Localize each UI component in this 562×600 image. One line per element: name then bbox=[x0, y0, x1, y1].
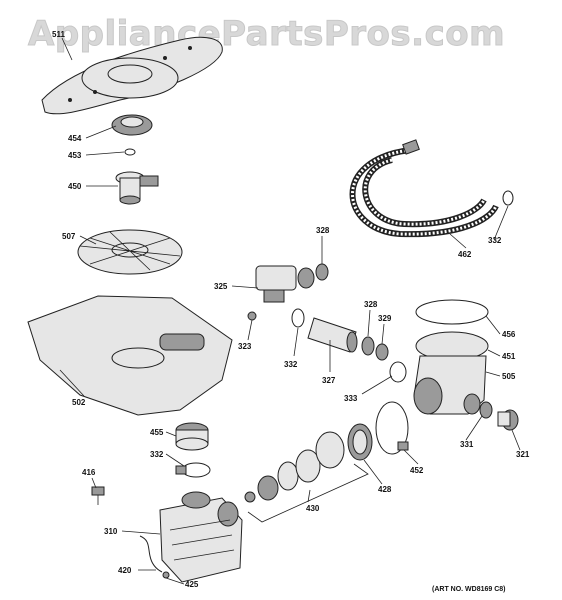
art-number: (ART NO. WD8169 C8) bbox=[432, 586, 506, 593]
label-453[interactable]: 453 bbox=[68, 151, 82, 160]
label-420[interactable]: 420 bbox=[118, 566, 132, 575]
label-454[interactable]: 454 bbox=[68, 134, 82, 143]
label-507[interactable]: 507 bbox=[62, 232, 76, 241]
nut-part[interactable] bbox=[247, 311, 257, 321]
sump-housing-part[interactable] bbox=[413, 299, 489, 415]
label-462[interactable]: 462 bbox=[458, 250, 472, 259]
label-511[interactable]: 511 bbox=[52, 30, 65, 39]
site-watermark: AppliancePartsPros.com bbox=[27, 14, 506, 55]
label-456[interactable]: 456 bbox=[502, 330, 516, 339]
label-332-left[interactable]: 332 bbox=[150, 450, 164, 459]
label-331[interactable]: 331 bbox=[460, 440, 474, 449]
connector-tube-part[interactable] bbox=[307, 317, 358, 353]
pump-motor-part[interactable] bbox=[159, 491, 256, 583]
filter-cup-part[interactable] bbox=[175, 422, 209, 451]
bearing-ring-part[interactable] bbox=[111, 114, 153, 136]
label-428[interactable]: 428 bbox=[378, 485, 392, 494]
label-455[interactable]: 455 bbox=[150, 428, 164, 437]
leader-lines bbox=[59, 37, 521, 585]
label-332-middle[interactable]: 332 bbox=[284, 360, 298, 369]
label-333[interactable]: 333 bbox=[344, 394, 358, 403]
label-425[interactable]: 425 bbox=[185, 580, 199, 589]
clamp-332-middle[interactable] bbox=[291, 308, 305, 328]
clamp-331[interactable] bbox=[479, 401, 493, 419]
hose-clamp-part[interactable] bbox=[175, 462, 211, 478]
label-452[interactable]: 452 bbox=[410, 466, 424, 475]
valve-part[interactable] bbox=[255, 265, 315, 303]
filter-part[interactable] bbox=[77, 229, 183, 275]
label-327[interactable]: 327 bbox=[322, 376, 336, 385]
clamp-333[interactable] bbox=[389, 361, 407, 383]
impeller-group-part[interactable] bbox=[247, 431, 369, 523]
label-450[interactable]: 450 bbox=[68, 182, 82, 191]
sump-plate-part[interactable] bbox=[27, 295, 233, 416]
seal-ring-part[interactable] bbox=[347, 423, 373, 461]
label-310[interactable]: 310 bbox=[104, 527, 118, 536]
ring-329[interactable] bbox=[375, 343, 389, 361]
fitting-321[interactable] bbox=[497, 409, 519, 431]
ring-328-upper[interactable] bbox=[315, 263, 329, 281]
screw-part[interactable] bbox=[162, 571, 170, 579]
label-505[interactable]: 505 bbox=[502, 372, 516, 381]
spray-arm-part[interactable] bbox=[41, 36, 223, 115]
label-416[interactable]: 416 bbox=[82, 468, 96, 477]
label-328-upper[interactable]: 328 bbox=[316, 226, 330, 235]
o-ring-part[interactable] bbox=[124, 148, 136, 156]
label-325[interactable]: 325 bbox=[214, 282, 228, 291]
label-502[interactable]: 502 bbox=[72, 398, 86, 407]
label-321[interactable]: 321 bbox=[516, 450, 530, 459]
label-430[interactable]: 430 bbox=[306, 504, 320, 513]
label-332-hose[interactable]: 332 bbox=[488, 236, 502, 245]
gasket-part[interactable] bbox=[375, 401, 409, 455]
spring-clip-part[interactable] bbox=[139, 535, 163, 573]
label-451[interactable]: 451 bbox=[502, 352, 516, 361]
clamp-332-hose[interactable] bbox=[502, 190, 514, 206]
label-328-lower[interactable]: 328 bbox=[364, 300, 378, 309]
manifold-part[interactable] bbox=[115, 171, 159, 205]
label-329[interactable]: 329 bbox=[378, 314, 392, 323]
ring-328-lower[interactable] bbox=[361, 336, 375, 356]
drain-hose-part[interactable] bbox=[349, 139, 499, 238]
bolt-part[interactable] bbox=[91, 486, 105, 505]
label-323[interactable]: 323 bbox=[238, 342, 252, 351]
